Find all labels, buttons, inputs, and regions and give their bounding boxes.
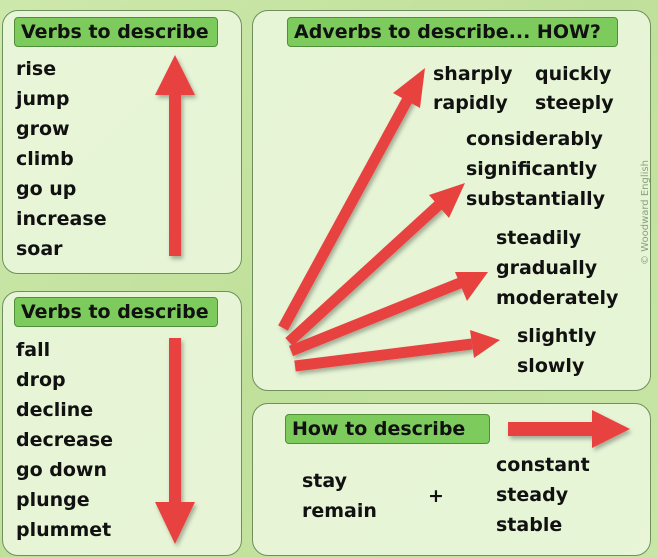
adverb: moderately [496,287,619,309]
stable-adjective: stable [496,514,563,536]
adverb: steadily [496,227,582,249]
fan-arrow-considerable [285,197,446,347]
plus-sign: + [428,485,444,507]
rise-word: go up [16,178,77,200]
adverb: gradually [496,257,598,279]
fall-word: decline [16,399,94,421]
rise-verbs-title: Verbs to describe [14,17,218,47]
rise-word: grow [16,118,70,140]
fall-word: go down [16,459,108,481]
up-arrow [155,55,195,256]
fall-word: drop [16,369,66,391]
fan-arrow-slight [294,338,473,372]
fall-word: fall [16,339,51,361]
stable-title: How to describe [285,414,490,444]
rise-word: climb [16,148,74,170]
stable-adjective: steady [496,484,569,506]
adverb: steeply [535,92,614,114]
fall-word: plunge [16,489,90,511]
adverb: quickly [535,63,612,85]
rise-word: soar [16,238,63,260]
adverb: rapidly [433,92,508,114]
fall-word: plummet [16,519,112,541]
fall-verbs-title: Verbs to describe [14,297,218,327]
adverb: slowly [517,355,585,377]
adverb: considerably [466,128,603,150]
rise-word: jump [16,88,70,110]
adverb: substantially [466,188,606,210]
adverbs-title: Adverbs to describe... HOW? [287,17,618,47]
fall-verbs-panel [2,291,242,556]
rise-word: rise [16,58,57,80]
stable-arrow [508,410,630,448]
fan-arrow-steady [288,277,463,357]
copyright-text: © Woodward English [640,160,651,265]
adverb: slightly [517,325,597,347]
fan-arrow-sharp [278,92,415,331]
rise-verbs-panel [2,10,242,274]
down-arrow [155,338,195,544]
rise-word: increase [16,208,107,230]
adverb: sharply [433,63,513,85]
stable-verb: remain [302,500,377,522]
fall-word: decrease [16,429,114,451]
adverb: significantly [466,158,598,180]
stable-verb: stay [302,470,348,492]
stable-adjective: constant [496,454,590,476]
